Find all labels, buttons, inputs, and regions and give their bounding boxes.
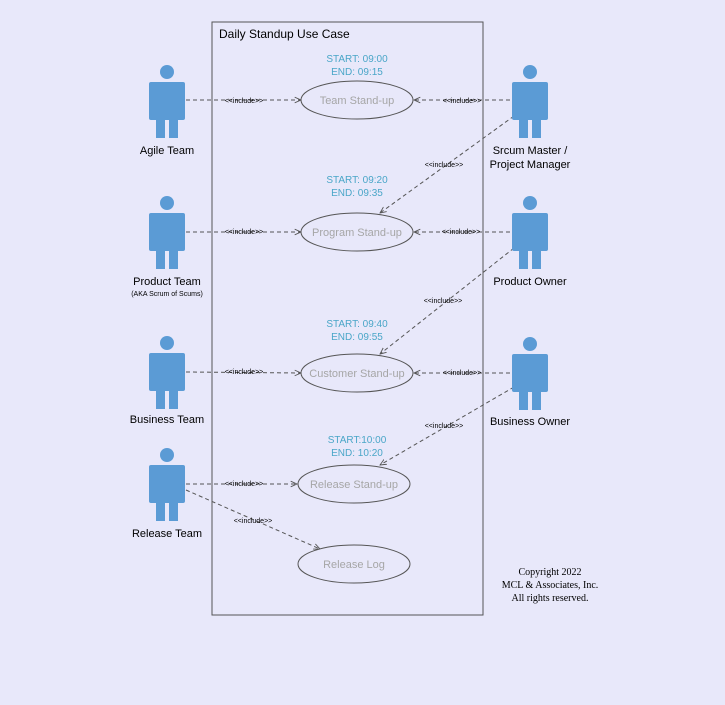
use-case-label: Release Log [323,559,385,571]
connector-release-team-log [185,489,320,549]
actor-label-release-team: Release Team [132,528,202,540]
include-label: <<include>> [225,98,264,105]
actor-product-owner-icon [512,196,548,269]
connector-business-team [185,372,301,373]
use-case-release-log [297,544,411,584]
actor-note-product-team: (AKA Scrum of Scums) [131,291,203,298]
include-label: <<include>> [424,298,463,305]
actor-scrum-master-icon [512,65,548,138]
actor-label-agile-team: Agile Team [140,145,194,157]
copyright-line-2: MCL & Associates, Inc. [502,580,599,591]
actor-product-team-icon [149,196,185,269]
actor-label-business-team: Business Team [130,414,204,426]
actor-label-project-manager: Project Manager [490,159,571,171]
use-case-label: Program Stand-up [312,227,402,239]
actor-business-team-icon [149,336,185,409]
include-label: <<include>> [425,162,464,169]
use-case-customer-standup [300,353,414,393]
copyright-line-3: All rights reserved. [512,593,589,604]
system-boundary [211,21,484,616]
use-case-release-standup [297,464,411,504]
actor-label-product-owner: Product Owner [493,276,567,288]
end-time: END: 09:55 [331,332,383,343]
include-label: <<include>> [442,229,481,236]
use-case-label: Release Stand-up [310,479,398,491]
start-time: START: 09:20 [326,175,388,186]
end-time: END: 09:35 [331,188,383,199]
connector-business-owner-release [380,386,515,465]
start-time: START: 09:00 [326,54,388,65]
include-label: <<include>> [443,370,482,377]
include-label: <<include>> [443,98,482,105]
use-case-team-standup [300,80,414,120]
actor-label-scrum-master: Srcum Master / [493,145,569,157]
use-case-program-standup [300,212,414,252]
end-time: END: 10:20 [331,448,383,459]
actor-agile-team-icon [149,65,185,138]
include-label: <<include>> [234,518,273,525]
copyright-line-1: Copyright 2022 [518,567,581,578]
actor-business-owner-icon [512,337,548,410]
include-label: <<include>> [425,423,464,430]
actor-label-product-team: Product Team [133,276,201,288]
include-label: <<include>> [225,369,264,376]
include-label: <<include>> [225,229,264,236]
use-case-label: Customer Stand-up [309,368,404,380]
actor-label-business-owner: Business Owner [490,416,570,428]
start-time: START:10:00 [328,435,387,446]
start-time: START: 09:40 [326,319,388,330]
end-time: END: 09:15 [331,67,383,78]
actor-release-team-icon [149,448,185,521]
include-label: <<include>> [225,481,264,488]
connector-product-owner-customer [380,247,515,354]
diagram-title: Daily Standup Use Case [219,27,350,41]
use-case-label: Team Stand-up [320,95,395,107]
